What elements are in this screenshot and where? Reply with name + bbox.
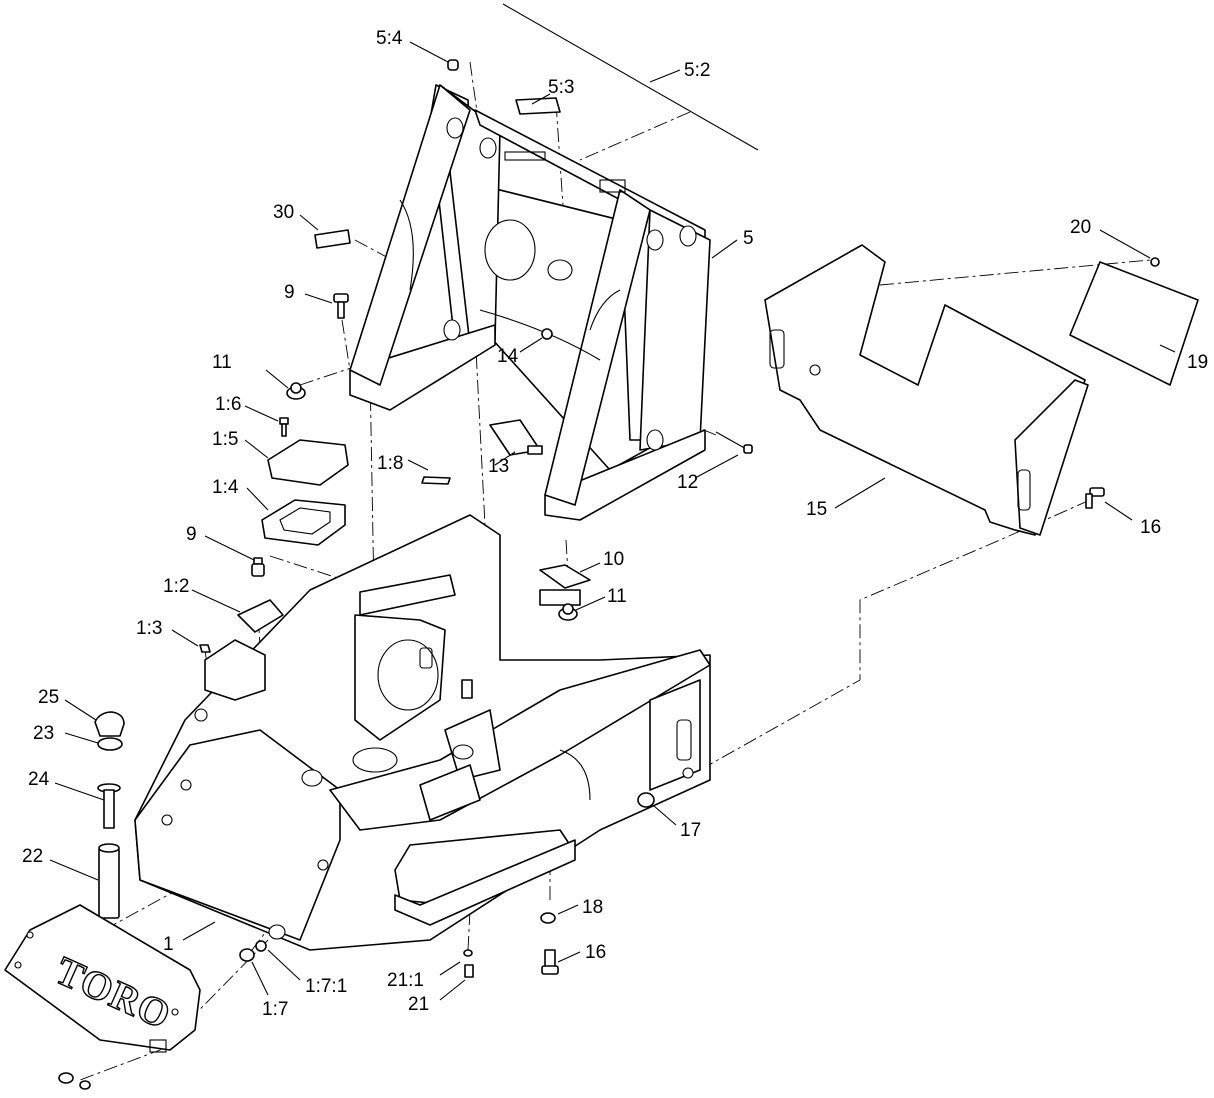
callout-1-8: 1:8 xyxy=(377,453,403,474)
gasket-1-4 xyxy=(261,499,346,546)
callout-14: 14 xyxy=(497,346,519,367)
callout-20: 20 xyxy=(1070,217,1091,238)
callout-5-3: 5:3 xyxy=(548,77,574,98)
callout-10: 10 xyxy=(603,549,624,570)
leader-lines xyxy=(49,41,1176,1001)
callout-15: 15 xyxy=(806,499,827,520)
callout-16-right: 16 xyxy=(1140,517,1161,538)
screw-21 xyxy=(464,964,474,978)
callout-5-2: 5:2 xyxy=(684,60,710,81)
callout-labels: 5:4 5:3 5:2 30 5 20 9 19 11 14 1:6 1:5 1… xyxy=(22,28,1208,1020)
callout-11-upper: 11 xyxy=(212,352,232,373)
bolt-9-upper xyxy=(333,293,349,319)
screw-1-6 xyxy=(279,417,289,437)
callout-1-4: 1:4 xyxy=(212,477,239,498)
dipstick-24 xyxy=(97,783,121,829)
washer-18 xyxy=(540,912,556,924)
callout-22: 22 xyxy=(22,846,43,867)
screw-20 xyxy=(1150,257,1160,267)
decal-30 xyxy=(314,229,351,249)
callout-21: 21 xyxy=(408,994,429,1015)
callout-30: 30 xyxy=(273,202,294,223)
bolt-12 xyxy=(715,431,753,454)
oring-23 xyxy=(97,737,123,751)
callout-12: 12 xyxy=(677,472,698,493)
callout-18: 18 xyxy=(582,897,603,918)
cap-25 xyxy=(94,711,125,737)
callout-21-1: 21:1 xyxy=(387,970,424,991)
callout-1-3: 1:3 xyxy=(136,618,162,639)
side-panel-15 xyxy=(764,244,1089,536)
callout-9-upper: 9 xyxy=(284,282,295,303)
callout-16-lower: 16 xyxy=(585,942,606,963)
flange-nut-11-upper xyxy=(286,382,306,400)
flange-nut-11-lower xyxy=(558,603,578,621)
cover-plate-1-5 xyxy=(267,439,349,486)
callout-1-7-1: 1:7:1 xyxy=(305,976,347,997)
washer-21-1 xyxy=(463,949,473,957)
bolt-16-right xyxy=(1085,487,1105,509)
decal-1-3 xyxy=(199,644,211,653)
cover-19 xyxy=(1069,261,1199,386)
nut-14 xyxy=(541,328,553,340)
callout-24: 24 xyxy=(28,769,50,790)
callout-9-lower: 9 xyxy=(186,524,197,545)
callout-5-4: 5:4 xyxy=(376,28,403,49)
callout-19: 19 xyxy=(1187,352,1208,373)
callout-1-6: 1:6 xyxy=(215,394,241,415)
fitting-1-7-1 xyxy=(255,940,267,952)
callout-11-lower: 11 xyxy=(607,586,627,607)
nut-17 xyxy=(637,792,655,808)
rod-5-2 xyxy=(502,3,759,151)
callout-1-7: 1:7 xyxy=(262,999,288,1020)
tube-22 xyxy=(98,843,120,919)
pin-13 xyxy=(489,419,543,456)
bolt-16-lower xyxy=(541,949,559,975)
callout-25: 25 xyxy=(38,687,59,708)
main-frame-1 xyxy=(134,514,711,951)
logo-panel: TORO xyxy=(4,904,201,1090)
upright-frame-5 xyxy=(349,84,711,521)
decal-1-2 xyxy=(237,599,284,633)
bracket-10 xyxy=(539,564,591,589)
callout-17: 17 xyxy=(680,820,701,841)
callout-5: 5 xyxy=(743,228,754,249)
bolt-5-4 xyxy=(447,59,459,71)
callout-1-5: 1:5 xyxy=(212,429,238,450)
callout-13: 13 xyxy=(488,456,509,477)
fitting-1-7 xyxy=(239,948,255,962)
bolt-9-lower xyxy=(251,557,265,577)
callout-1-2: 1:2 xyxy=(163,576,189,597)
callout-23: 23 xyxy=(33,723,54,744)
decal-1-8 xyxy=(421,476,451,485)
callout-1: 1 xyxy=(163,934,174,955)
